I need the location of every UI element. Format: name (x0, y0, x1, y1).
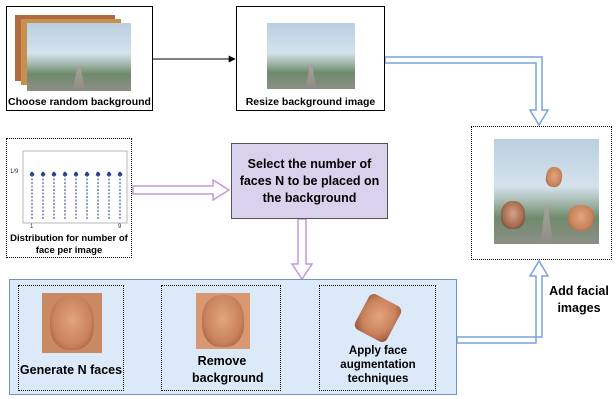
distribution-y-tick: 1/9 (10, 169, 19, 175)
distribution-x-start: 1 (30, 224, 34, 230)
resized-background-image (267, 23, 355, 89)
arrow-resize-to-output (384, 56, 550, 127)
arrow-dist-to-select (132, 178, 231, 202)
add-faces-label: Add facial images (549, 284, 609, 315)
select-n-label: Select the number of faces N to be place… (239, 157, 380, 205)
augmentation-box: Apply face augmentation techniques (319, 285, 436, 391)
remove-background-box: Remove background (161, 285, 281, 391)
output-box (471, 126, 612, 260)
choose-background-label: Choose random background (8, 96, 151, 108)
placed-face-3 (568, 205, 594, 231)
augmented-face-image (352, 291, 404, 345)
distribution-label: Distribution for number of face per imag… (10, 233, 128, 256)
placed-face-2 (501, 201, 525, 229)
arrow-select-to-panel (290, 218, 314, 281)
background-image (27, 23, 131, 91)
resize-background-label: Resize background image (245, 96, 376, 108)
distribution-plot (22, 150, 128, 224)
remove-background-label: Remove background (192, 354, 264, 385)
composited-image (494, 139, 599, 244)
face-no-background-image (196, 293, 250, 349)
arrow-panel-to-output (456, 259, 550, 344)
augmentation-label: Apply face augmentation techniques (340, 345, 416, 385)
select-n-box: Select the number of faces N to be place… (231, 143, 388, 219)
generate-faces-box: Generate N faces (18, 285, 124, 391)
generated-face-image (42, 293, 102, 353)
placed-face-1 (544, 165, 564, 189)
generate-faces-label: Generate N faces (19, 363, 123, 377)
distribution-x-end: 9 (118, 224, 122, 230)
resize-background-box: Resize background image (236, 6, 385, 111)
choose-background-box: Choose random background (6, 6, 153, 111)
distribution-box: 1/9 1 9 Distribution for number of face … (6, 138, 132, 258)
